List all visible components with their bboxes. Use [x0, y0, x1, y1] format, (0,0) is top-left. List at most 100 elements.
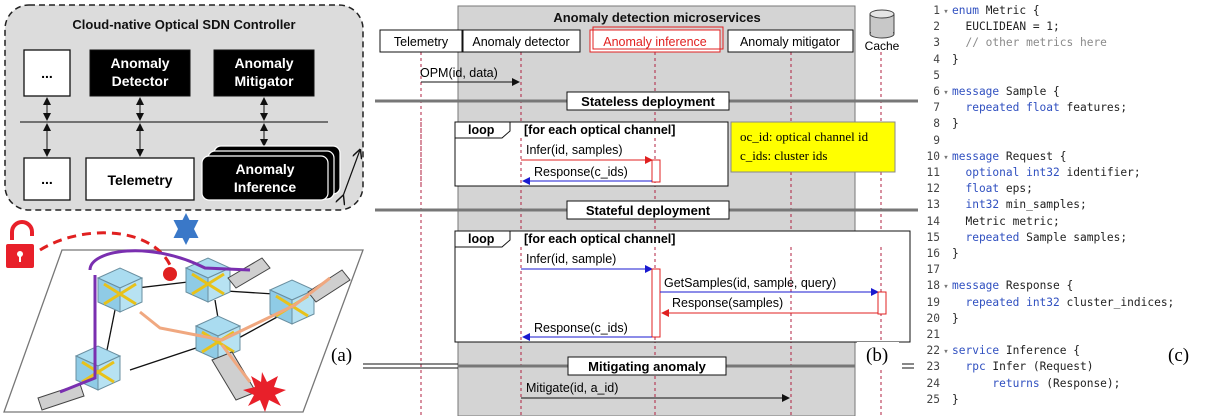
code-line: 4 }	[920, 52, 959, 68]
roadm-node-3	[268, 279, 316, 325]
code-line-number: 20	[926, 311, 940, 325]
code-line: 10▾message Request {	[920, 149, 1067, 165]
panel-label-a: (a)	[331, 345, 352, 366]
code-text: EUCLIDEAN = 1;	[952, 20, 1060, 34]
code-line: 21	[920, 327, 952, 343]
code-text: Inference {	[999, 344, 1080, 358]
code-text: Request {	[999, 149, 1067, 163]
code-text: Sample samples;	[1019, 230, 1128, 244]
code-line: 25 }	[920, 392, 959, 408]
code-line-number: 19	[926, 295, 940, 309]
stateful-title: Stateful deployment	[586, 203, 711, 218]
participant-anomaly-detector-label: Anomaly detector	[472, 35, 569, 49]
stateless-inference-activation	[651, 159, 661, 183]
lightpath-purple-top	[88, 249, 251, 272]
fold-caret-icon[interactable]: ▾	[943, 347, 949, 358]
stateless-title: Stateless deployment	[581, 94, 715, 109]
mitigating-title: Mitigating anomaly	[588, 359, 707, 374]
stateful-loop-label: loop	[468, 232, 495, 246]
block-anomaly-mitigator-line1: Anomaly	[234, 55, 293, 71]
code-text: identifier;	[1059, 166, 1141, 179]
fold-caret-icon[interactable]: ▾	[943, 152, 949, 163]
code-line: 23 rpc Infer (Request)	[920, 359, 1094, 376]
code-line: 16 }	[920, 246, 959, 262]
roadm-node-2	[184, 257, 232, 303]
fold-caret-icon[interactable]: ▾	[943, 88, 949, 98]
fold-gutter	[940, 360, 952, 376]
code-line-number: 18	[926, 279, 940, 293]
stateful-inference-activation	[651, 268, 661, 338]
participant-anomaly-inference	[589, 29, 721, 53]
unlocked-lock-icon	[6, 220, 34, 268]
code-keyword: message	[952, 85, 1000, 98]
code-text: Response {	[999, 279, 1074, 293]
block-telemetry-label: Telemetry	[107, 172, 172, 188]
code-line-number: 25	[926, 392, 940, 406]
panel-label-b: (b)	[866, 345, 888, 366]
fold-gutter	[940, 36, 952, 52]
code-text: Metric {	[978, 4, 1040, 17]
code-line-number: 15	[926, 230, 940, 244]
code-line: 3 // other metrics here	[920, 35, 1107, 51]
failure-burst-icon	[243, 372, 286, 412]
code-text: }	[952, 117, 959, 131]
fold-gutter	[940, 198, 952, 214]
fold-gutter	[940, 53, 952, 69]
optical-network-illustration	[3, 220, 364, 413]
lightpath-orange	[139, 276, 331, 342]
code-keyword: returns	[952, 376, 1040, 390]
stateless-loop-condition: [for each optical channel]	[524, 123, 675, 137]
code-line: 8 }	[920, 116, 959, 132]
stateful-msg-getsamples-label: GetSamples(id, sample, query)	[664, 276, 836, 290]
stateless-msg-response-label: Response(c_ids)	[534, 165, 628, 179]
code-keyword: enum	[952, 4, 979, 17]
code-line: 24 returns (Response);	[920, 376, 1121, 393]
fold-gutter	[940, 117, 952, 133]
code-line-number: 11	[926, 166, 940, 179]
code-line-number: 16	[926, 247, 940, 260]
roadm-node-4	[194, 315, 242, 361]
code-text: features;	[1059, 101, 1128, 115]
network-plane	[3, 249, 364, 413]
fold-gutter	[940, 134, 952, 150]
code-line: 15 repeated Sample samples;	[920, 230, 1128, 246]
fold-gutter	[940, 101, 952, 117]
code-text: Sample {	[999, 85, 1060, 98]
code-text: min_samples;	[999, 198, 1087, 212]
fold-caret-icon[interactable]: ▾	[943, 7, 949, 17]
lightpath-purple-down	[59, 275, 97, 394]
roadm-node-1	[96, 267, 144, 313]
code-line: 19 repeated int32 cluster_indices;	[920, 295, 1175, 311]
code-line-number: 9	[933, 133, 940, 147]
fold-gutter	[940, 166, 952, 182]
sdn-controller-panel: Cloud-native Optical SDN Controller ... …	[4, 4, 364, 211]
code-line: 14 Metric metric;	[920, 214, 1060, 230]
code-keyword: rpc	[952, 360, 986, 374]
code-line-number: 24	[926, 376, 940, 390]
fold-gutter	[940, 182, 952, 198]
fold-gutter	[940, 20, 952, 36]
block-more-bottom	[23, 157, 71, 201]
legend-note-line2: c_ids: cluster ids	[740, 148, 827, 163]
fold-gutter	[940, 328, 952, 344]
code-line: 9	[920, 133, 952, 149]
code-text: Infer (Request)	[985, 360, 1094, 374]
code-line: 22▾service Inference {	[920, 343, 1080, 359]
stateful-loop-tag	[454, 230, 511, 248]
panel-label-b-bg	[857, 342, 899, 370]
block-anomaly-detector-line2: Detector	[112, 73, 169, 89]
fold-caret-icon[interactable]: ▾	[943, 282, 949, 293]
block-anomaly-inference	[201, 155, 329, 201]
fold-gutter	[940, 377, 952, 393]
block-more-top	[23, 49, 71, 97]
code-line-number: 2	[933, 20, 940, 34]
code-line-number: 3	[933, 36, 940, 50]
fold-gutter	[940, 215, 952, 231]
block-telemetry	[85, 157, 195, 201]
cache-activation	[877, 291, 887, 315]
code-keyword: float	[952, 182, 1000, 196]
participant-telemetry	[379, 29, 463, 53]
attack-path	[39, 231, 172, 266]
block-anomaly-detector	[89, 49, 191, 97]
code-line-number: 5	[933, 68, 940, 82]
